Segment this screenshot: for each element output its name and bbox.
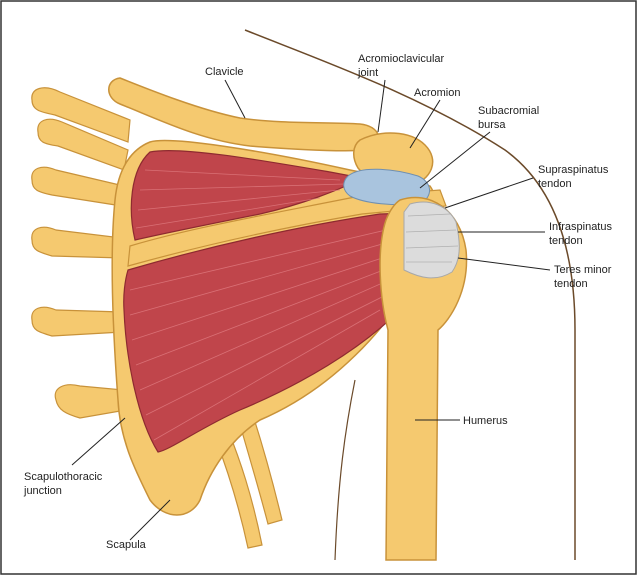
label-humerus: Humerus — [463, 415, 508, 427]
label-scapula: Scapula — [106, 539, 147, 551]
label-bursa-line1: Subacromial — [478, 105, 539, 117]
label-acj-line1: Acromioclavicular — [358, 53, 445, 65]
label-infraspinatus-line1: Infraspinatus — [549, 221, 612, 233]
label-supraspinatus-line2: tendon — [538, 178, 572, 190]
label-scapulothoracic-line2: junction — [23, 485, 62, 497]
label-teres-minor-line2: tendon — [554, 278, 588, 290]
label-infraspinatus-line2: tendon — [549, 235, 583, 247]
label-supraspinatus-line1: Supraspinatus — [538, 164, 609, 176]
label-teres-minor-line1: Teres minor — [554, 264, 612, 276]
label-acj-line2: joint — [357, 67, 378, 79]
label-acromion: Acromion — [414, 87, 460, 99]
label-scapulothoracic-line1: Scapulothoracic — [24, 471, 103, 483]
label-bursa-line2: bursa — [478, 119, 506, 131]
label-clavicle: Clavicle — [205, 66, 244, 78]
rib-5 — [32, 307, 122, 336]
